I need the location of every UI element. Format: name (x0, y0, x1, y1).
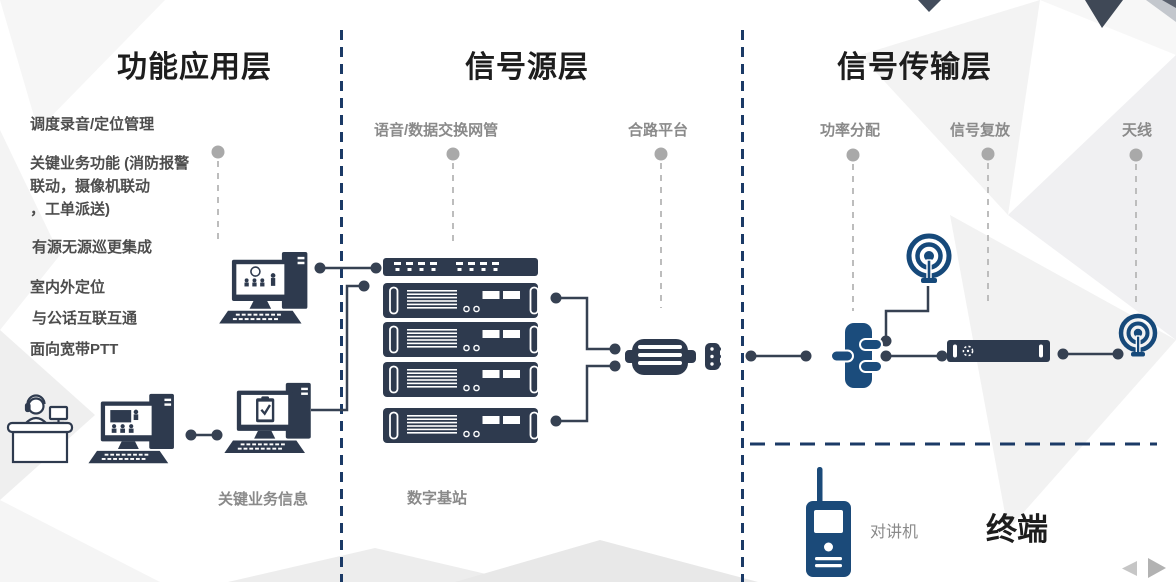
node-label-signal-repeating: 信号复放 (950, 122, 1011, 139)
caption-key-business-info: 关键业务信息 (218, 491, 309, 508)
transmission-layer-title: 信号传输层 (837, 51, 992, 84)
terminal-section-title: 终端 (986, 512, 1048, 547)
combiner-icon (625, 339, 721, 375)
connector-wires (191, 266, 1116, 437)
server-icon (383, 283, 539, 318)
broadcast-antenna-icon (906, 233, 952, 283)
app-layer-title: 功能应用层 (117, 51, 272, 84)
node-label-antenna: 天线 (1122, 122, 1153, 139)
operator-desk-icon (6, 394, 74, 464)
connector-dots (185, 262, 1124, 441)
server-icon (383, 362, 539, 397)
node-label-combiner-platform: 合路平台 (628, 122, 689, 139)
feature-item: 有源无源巡更集成 (32, 239, 153, 256)
label-walkie-talkie: 对讲机 (870, 524, 919, 541)
network-switch-icon (383, 258, 538, 276)
repeater-icon (947, 340, 1050, 362)
next-arrow-icon[interactable] (1148, 558, 1166, 578)
feature-item: 面向宽带PTT (30, 341, 119, 358)
feature-item: 与公话互联互通 (32, 310, 138, 327)
caption-digital-base-station: 数字基站 (407, 490, 468, 507)
server-icon (383, 408, 539, 443)
feature-item: 室内外定位 (30, 279, 106, 296)
feature-item: 关键业务功能 (消防报警 联动，摄像机联动 ，工单派送) (30, 155, 190, 218)
server-stack-icon (383, 283, 539, 443)
node-label-voice-data-nms: 语音/数据交换网管 (374, 122, 499, 139)
node-label-power-division: 功率分配 (820, 122, 881, 139)
presentation-computer-icon (88, 393, 174, 464)
task-computer-icon (224, 382, 311, 453)
label-leaders (211, 145, 1143, 311)
dispatch-computer-icon (219, 251, 308, 324)
feature-item: 调度录音/定位管理 (30, 116, 155, 133)
prev-arrow-icon[interactable] (1122, 561, 1137, 576)
broadcast-antenna-icon (1118, 313, 1158, 357)
power-divider-icon (830, 323, 883, 388)
server-icon (383, 322, 539, 357)
source-layer-title: 信号源层 (465, 51, 589, 84)
column-separators (340, 30, 744, 582)
walkie-talkie-icon (806, 467, 851, 577)
